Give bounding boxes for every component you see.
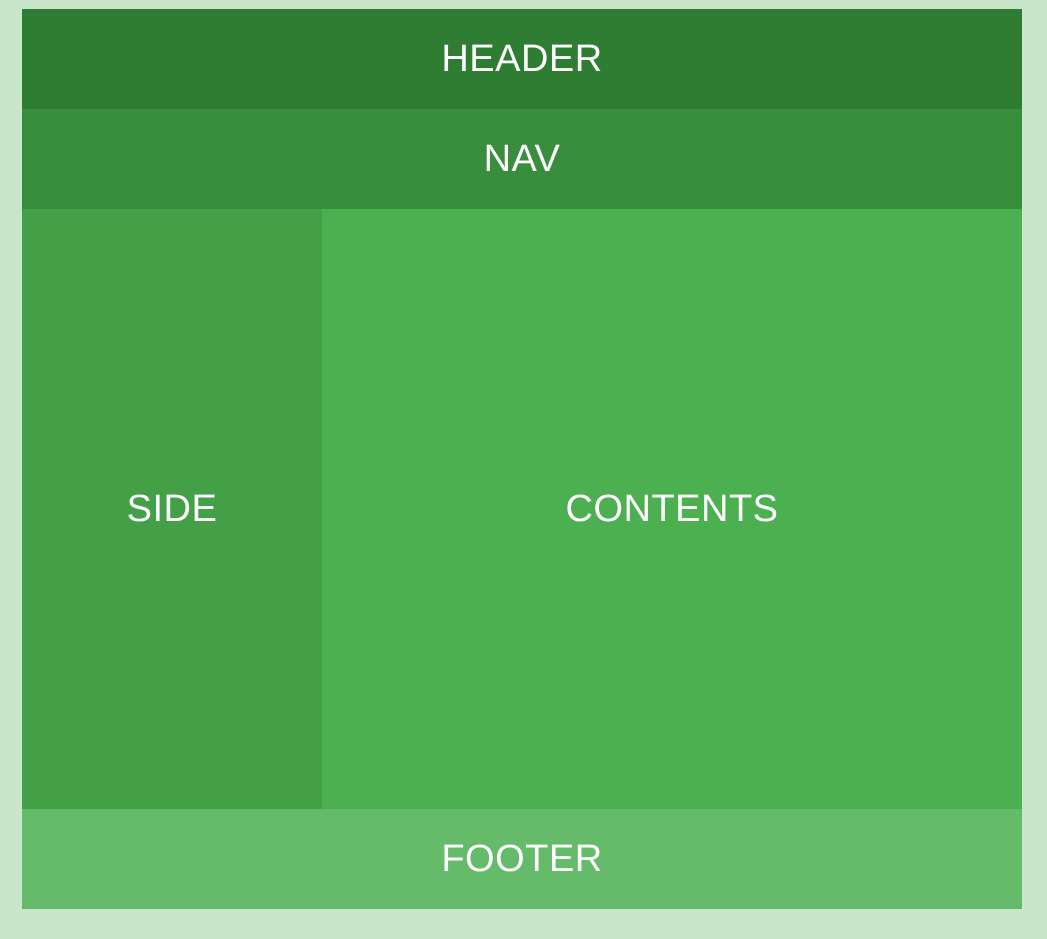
footer-region: FOOTER: [22, 809, 1022, 909]
side-region: SIDE: [22, 209, 322, 809]
layout-frame: HEADER NAV SIDE CONTENTS FOOTER: [22, 9, 1022, 909]
nav-region: NAV: [22, 109, 1022, 209]
header-region: HEADER: [22, 9, 1022, 109]
contents-region: CONTENTS: [322, 209, 1022, 809]
footer-label: FOOTER: [441, 837, 603, 880]
contents-label: CONTENTS: [565, 487, 779, 530]
header-label: HEADER: [441, 37, 603, 80]
nav-label: NAV: [483, 137, 561, 180]
side-label: SIDE: [126, 487, 218, 530]
